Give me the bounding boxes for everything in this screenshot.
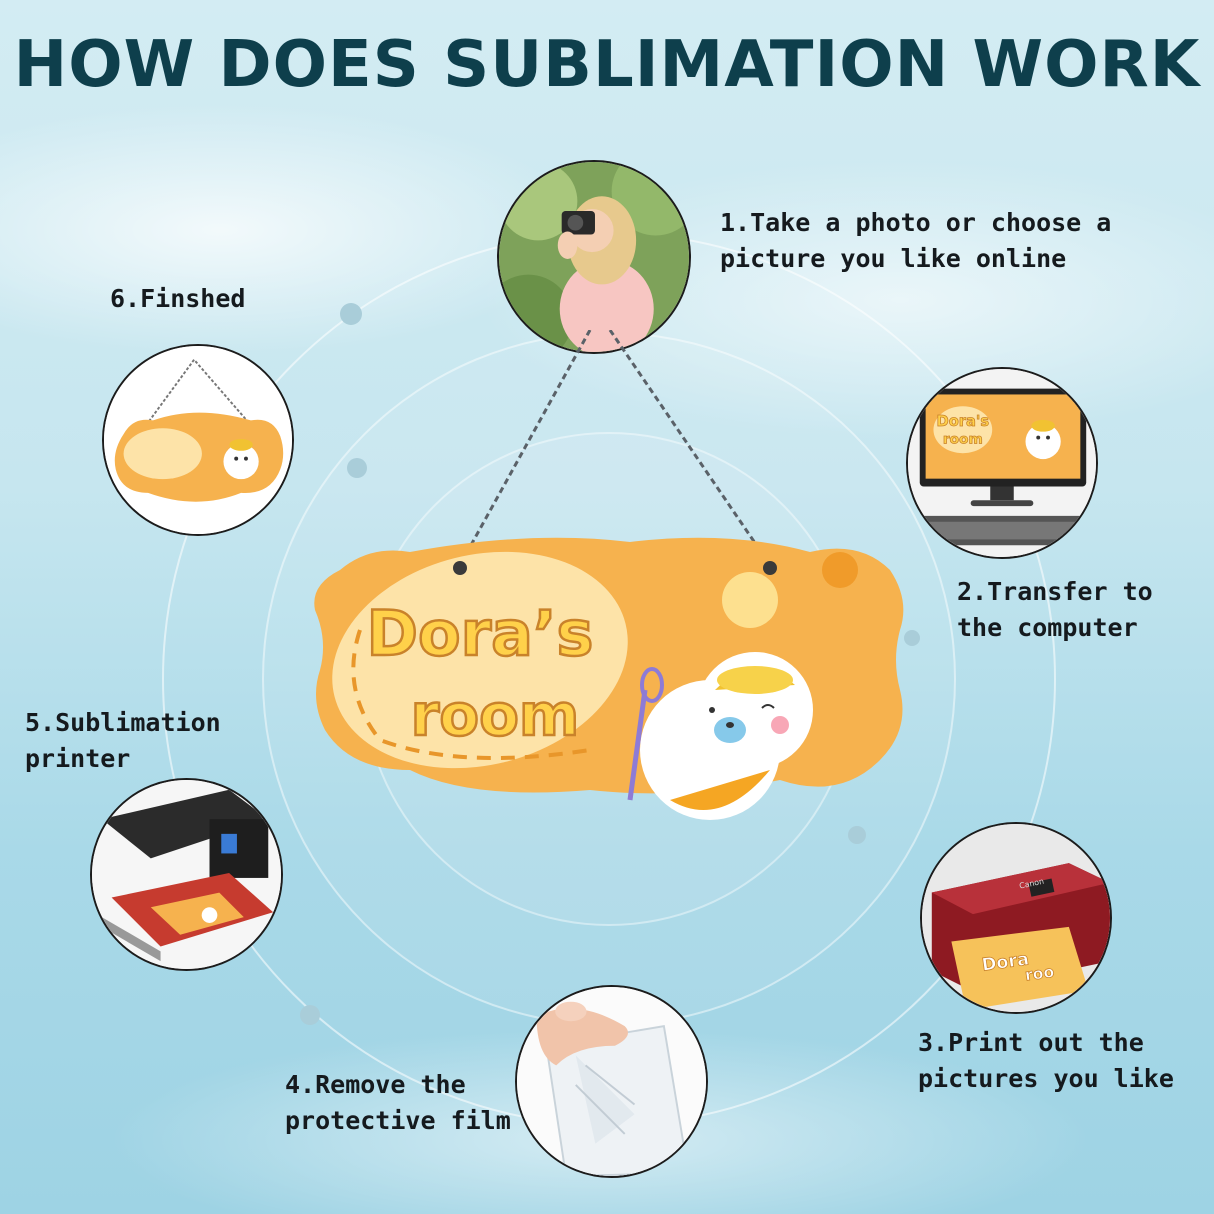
step-4-label: 4.Remove the protective film xyxy=(285,1070,511,1135)
step-5-label: 5.Sublimation printer xyxy=(25,708,221,773)
bear-character-icon xyxy=(627,652,813,820)
step-3-label: 3.Print out the pictures you like xyxy=(918,1028,1174,1093)
step-4-photo xyxy=(515,985,708,1178)
print-sign-line2: roo xyxy=(1024,962,1056,985)
computer-monitor-icon: Dora's room xyxy=(908,369,1096,557)
heat-press-icon xyxy=(92,780,281,969)
ring-dot xyxy=(848,826,866,844)
monitor-sign-line2: room xyxy=(943,431,983,447)
step-2-photo: Dora's room xyxy=(906,367,1098,559)
girl-with-camera-icon xyxy=(499,162,689,352)
sign-title-line2: room xyxy=(411,681,580,749)
hanging-chain xyxy=(458,330,772,566)
step-1-photo xyxy=(497,160,691,354)
step-3-photo: Canon Dora roo xyxy=(920,822,1112,1014)
sign-hole xyxy=(763,561,777,575)
page-title: HOW DOES SUBLIMATION WORK xyxy=(13,28,1201,102)
step-5-photo xyxy=(90,778,283,971)
ring-dot xyxy=(347,458,367,478)
printer-icon: Canon Dora roo xyxy=(922,824,1110,1012)
sign-hole xyxy=(453,561,467,575)
ring-dot xyxy=(340,303,362,325)
step-1-label: 1.Take a photo or choose a picture you l… xyxy=(720,208,1112,273)
ring-dot xyxy=(300,1005,320,1025)
dora-room-sign: Dora’s room xyxy=(314,330,904,820)
step-2-label: 2.Transfer to the computer xyxy=(957,577,1153,642)
step-6-label: 6.Finshed xyxy=(110,284,246,313)
ring-dot xyxy=(904,630,920,646)
step-6-photo xyxy=(102,344,294,536)
peeling-film-icon xyxy=(517,987,706,1176)
monitor-sign-line1: Dora's xyxy=(937,413,990,430)
sign-title-line1: Dora’s xyxy=(367,597,594,670)
finished-sign-icon xyxy=(104,346,292,534)
